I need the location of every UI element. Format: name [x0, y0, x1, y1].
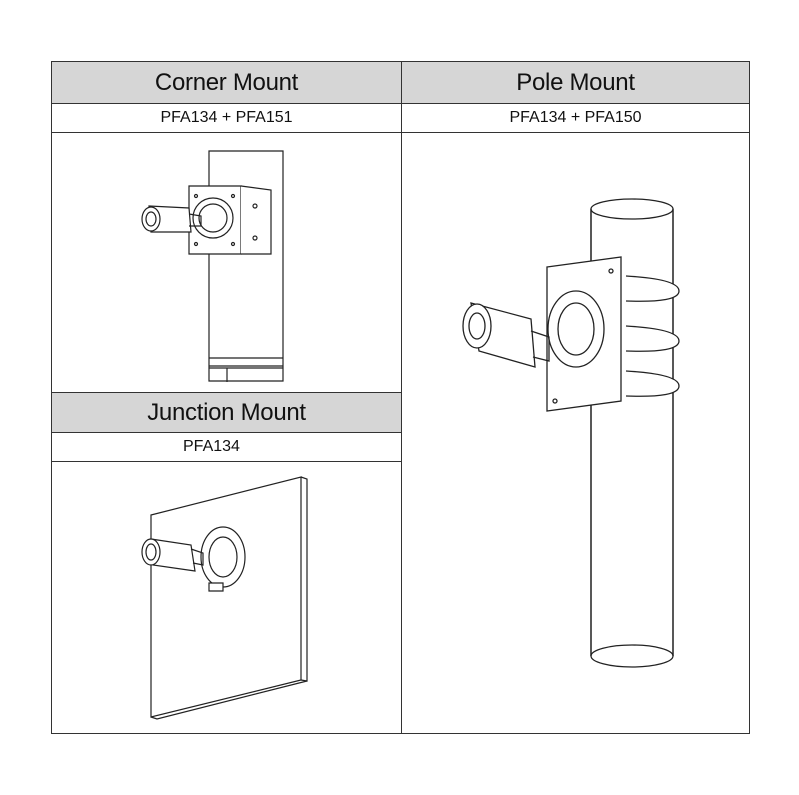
- junction-mount-model: PFA134: [183, 438, 240, 455]
- junction-mount-illustration: [131, 475, 321, 725]
- corner-mount-model: PFA134 + PFA151: [160, 109, 293, 126]
- corner-mount-model-row: PFA134 + PFA151: [52, 104, 401, 133]
- junction-mount-header: Junction Mount: [52, 393, 401, 433]
- corner-mount-illustration: [131, 146, 311, 386]
- mount-table: Corner Mount PFA134 + PFA151 Pole Mount …: [51, 61, 751, 735]
- junction-divider: [51, 392, 401, 393]
- pole-mount-model-row: PFA134 + PFA150: [402, 104, 749, 133]
- pole-mount-model: PFA134 + PFA150: [509, 109, 642, 126]
- pole-mount-header: Pole Mount: [402, 62, 749, 104]
- corner-mount-header: Corner Mount: [52, 62, 401, 104]
- junction-mount-model-row: PFA134: [52, 433, 401, 462]
- junction-mount-title: Junction Mount: [147, 398, 306, 426]
- pole-mount-title: Pole Mount: [516, 68, 635, 96]
- column-divider: [401, 61, 402, 734]
- corner-mount-title: Corner Mount: [154, 68, 299, 96]
- table-border: [51, 61, 750, 734]
- pole-mount-illustration: [451, 201, 691, 681]
